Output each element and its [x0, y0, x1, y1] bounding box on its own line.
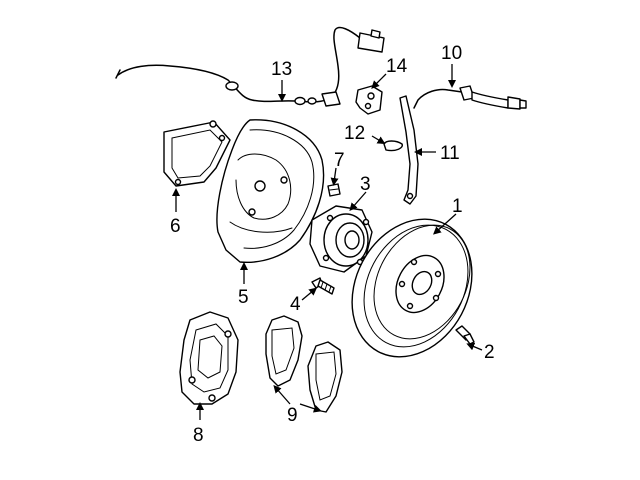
brake-caliper — [179, 311, 239, 405]
callout-label-4: 4 — [290, 294, 301, 315]
callout-11: 11 — [414, 143, 460, 164]
hose-bracket — [399, 95, 419, 205]
abs-sensor-wire — [115, 26, 385, 107]
hub-bolt — [311, 277, 335, 295]
callout-label-11: 11 — [440, 143, 460, 164]
brake-rotor — [351, 218, 473, 358]
callout-label-3: 3 — [360, 174, 371, 195]
callout-2: 2 — [466, 342, 495, 363]
callout-14: 14 — [371, 56, 408, 89]
rotor-screw — [455, 325, 475, 345]
callout-label-9: 9 — [287, 405, 298, 426]
callout-12: 12 — [344, 123, 386, 145]
callout-10: 10 — [441, 43, 462, 88]
callout-13: 13 — [271, 59, 292, 102]
sensor-bracket — [355, 85, 383, 115]
brake-hose — [413, 85, 527, 110]
callout-1: 1 — [433, 196, 463, 235]
callout-label-8: 8 — [193, 425, 204, 446]
shield-bolt — [327, 183, 341, 197]
callout-label-10: 10 — [441, 43, 462, 64]
callout-label-2: 2 — [484, 342, 495, 363]
brake-pads — [265, 315, 343, 413]
callout-label-1: 1 — [452, 196, 463, 217]
dust-shield — [216, 119, 325, 263]
callout-3: 3 — [349, 174, 371, 212]
callout-label-13: 13 — [271, 59, 292, 80]
callout-label-12: 12 — [344, 123, 365, 144]
callout-label-14: 14 — [386, 56, 408, 77]
callout-4: 4 — [290, 287, 318, 315]
callout-7: 7 — [330, 150, 345, 186]
callout-9: 9 — [273, 384, 322, 426]
callout-label-6: 6 — [170, 216, 181, 237]
gasket — [163, 120, 231, 187]
callout-8: 8 — [193, 402, 204, 446]
callout-label-5: 5 — [238, 287, 249, 308]
clip — [383, 140, 403, 152]
callout-5: 5 — [238, 262, 249, 308]
callout-label-7: 7 — [334, 150, 345, 171]
callout-6: 6 — [170, 188, 181, 237]
